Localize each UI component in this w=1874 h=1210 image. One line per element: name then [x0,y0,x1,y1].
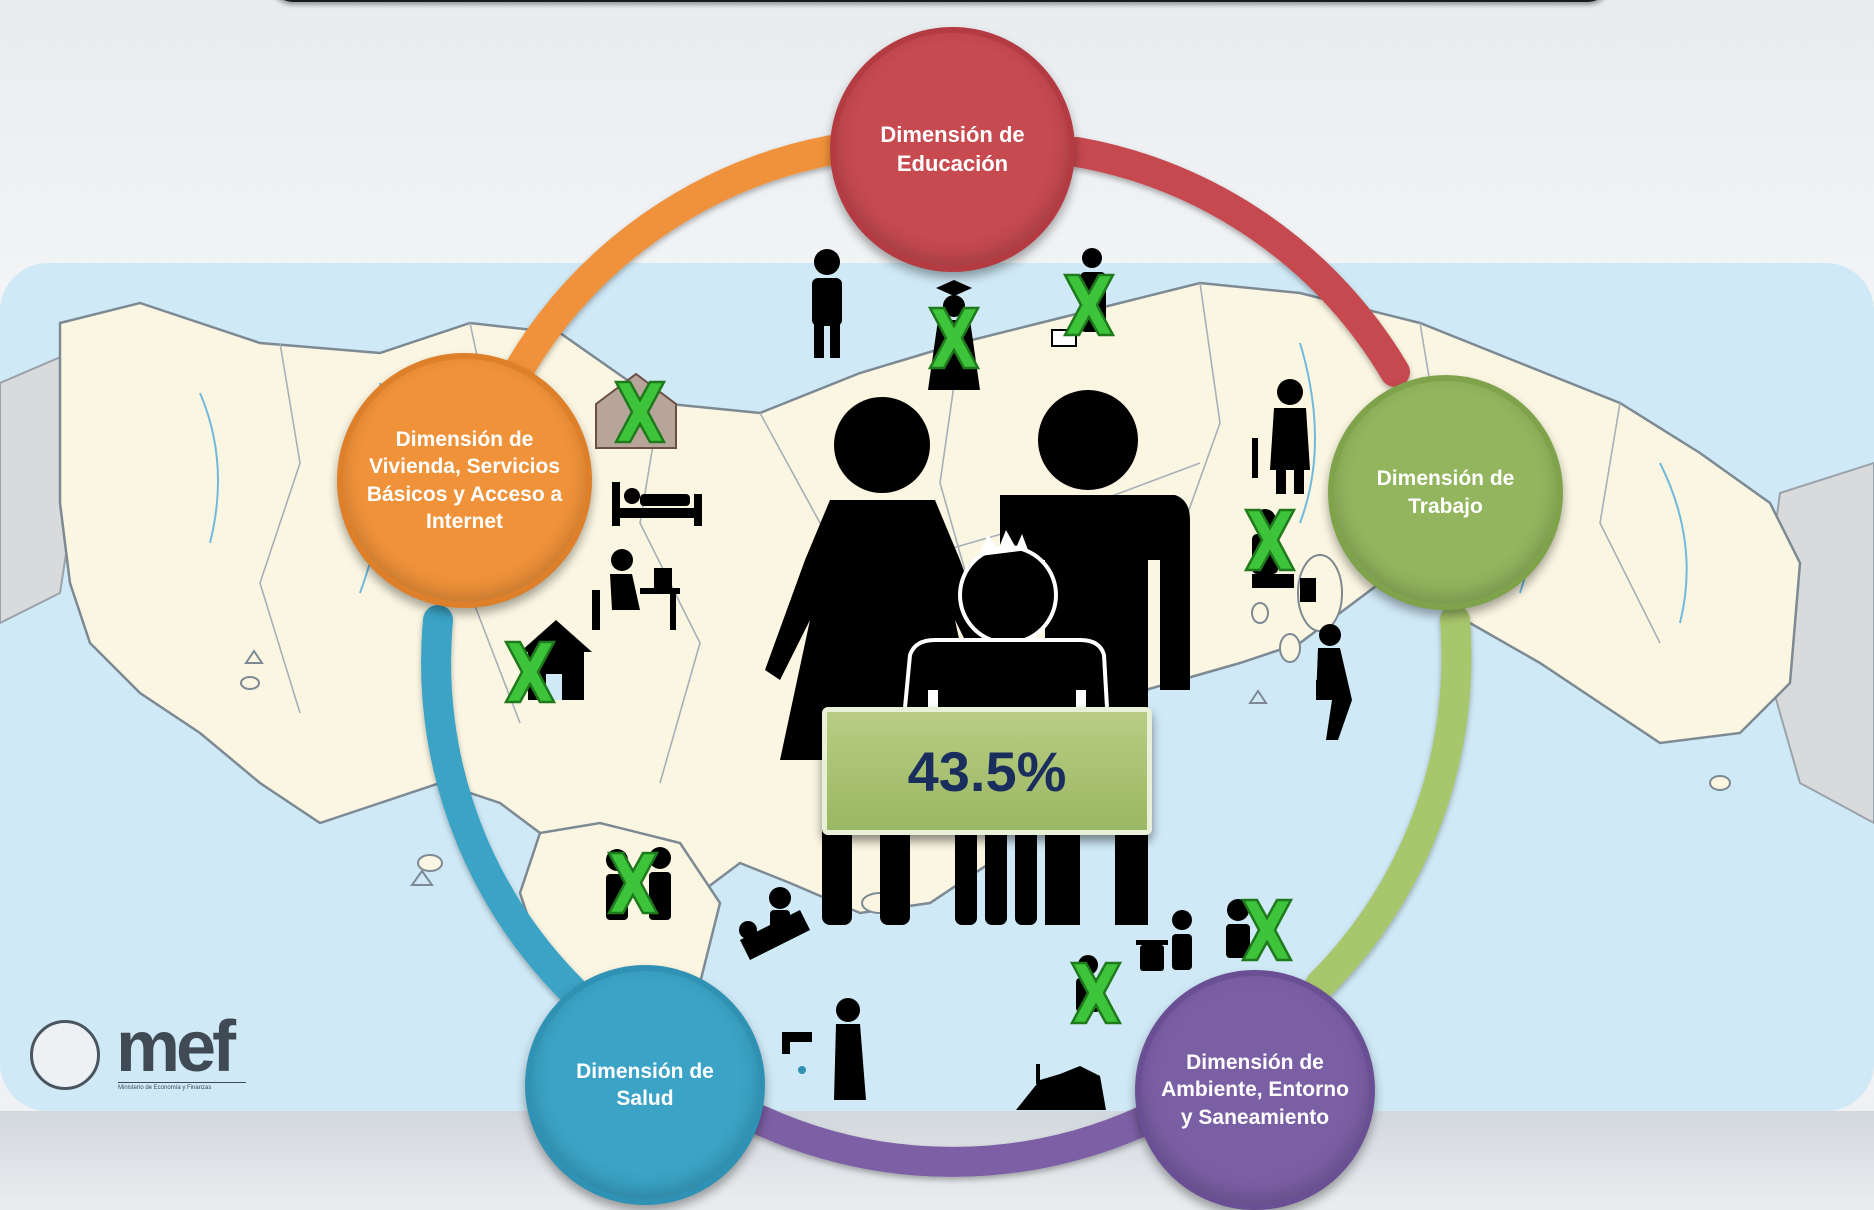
mef-logo-text: mef [116,1007,236,1087]
dimension-salud: Dimensión de Salud [525,965,765,1205]
poverty-value-box: 43.5% [822,707,1152,835]
x-mark-icon [504,640,556,704]
desk-internet-icon [592,549,680,630]
landscape-icon [1016,1064,1106,1110]
dimension-ambiente: Dimensión de Ambiente, Entorno y Saneami… [1135,970,1375,1210]
dimension-trabajo: Dimensión de Trabajo [1328,375,1563,610]
x-mark-icon [607,851,659,915]
trash-icon [1136,910,1192,971]
dimension-educacion-label: Dimensión de Educación [880,121,1025,176]
dimension-trabajo-label: Dimensión de Trabajo [1376,467,1515,518]
environment-people-icon [1226,899,1250,958]
x-mark-icon [1241,898,1293,962]
dimension-salud-label: Dimensión de Salud [576,1059,714,1110]
walking-worker-icon [1316,624,1352,740]
x-mark-icon [1244,508,1296,572]
water-tap-icon [782,998,866,1100]
top-banner-bar [268,0,1613,2]
x-mark-icon [1070,961,1122,1025]
poverty-value: 43.5% [907,739,1067,803]
dimension-ambiente-label: Dimensión de Ambiente, Entorno y Saneami… [1161,1051,1349,1129]
mef-logo: mef Ministerio de Economía y Finanzas [30,1007,250,1094]
x-mark-icon [928,306,980,370]
student-icon [812,249,842,358]
dimension-vivienda-label: Dimensión de Vivienda, Servicios Básicos… [366,427,563,533]
x-mark-icon [1063,273,1115,337]
x-mark-icon [614,380,666,444]
caregiver-icon [739,887,810,960]
dimension-vivienda: Dimensión de Vivienda, Servicios Básicos… [337,353,592,608]
bed-icon [612,482,702,526]
mef-seal-icon [30,1020,100,1090]
mef-logo-caption: Ministerio de Economía y Finanzas [118,1082,246,1091]
dimension-educacion: Dimensión de Educación [830,27,1075,272]
elderly-icon [1252,379,1310,494]
graduate-icon [928,280,980,390]
